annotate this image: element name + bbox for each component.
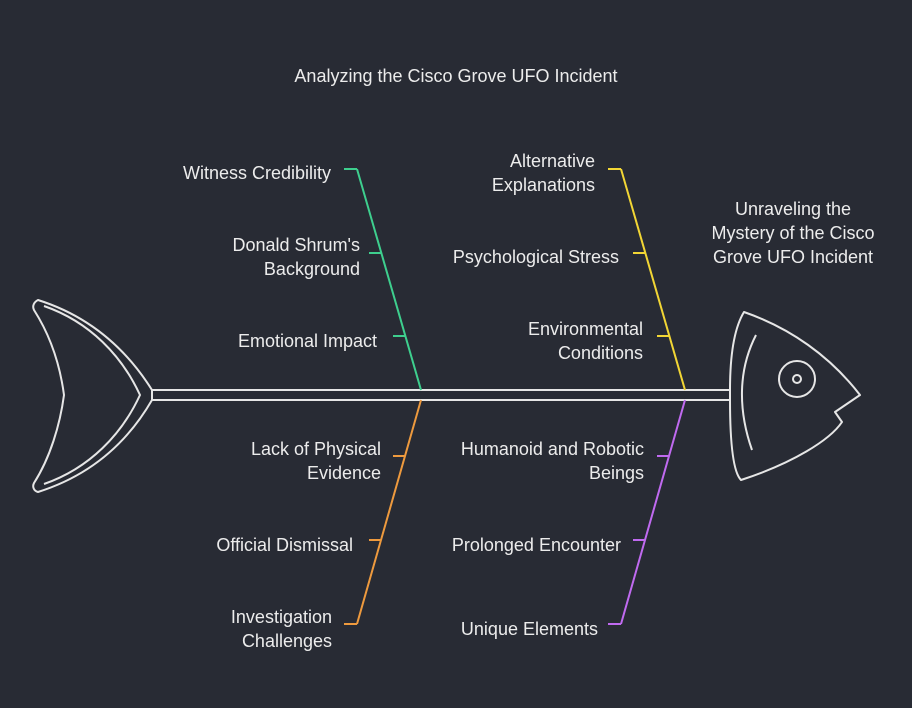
cause-investigation-challenges: Investigation Challenges <box>230 607 332 651</box>
bone-top-right <box>620 168 686 391</box>
cause-emotional-impact: Emotional Impact <box>237 331 377 351</box>
cause-prolonged-encounter: Prolonged Encounter <box>451 535 621 555</box>
cause-environmental-conditions: Environmental Conditions <box>527 319 643 363</box>
cause-lack-of-physical-evidence: Lack of Physical Evidence <box>250 439 381 483</box>
bone-bottom-right <box>620 399 686 625</box>
bone-top-left <box>356 168 422 391</box>
fish-eye <box>778 360 816 398</box>
cause-unique-elements: Unique Elements <box>460 619 598 639</box>
fish-pupil <box>792 374 802 384</box>
cause-alternative-explanations: Alternative Explanations <box>491 151 595 195</box>
cause-psychological-stress: Psychological Stress <box>452 247 619 267</box>
diagram-title: Analyzing the Cisco Grove UFO Incident <box>294 66 618 86</box>
fish-gill <box>741 334 757 451</box>
cause-official-dismissal: Official Dismissal <box>216 535 353 555</box>
fish-tail <box>32 299 153 493</box>
cause-witness-credibility: Witness Credibility <box>182 163 331 183</box>
fish-head <box>729 311 861 481</box>
head-label: Unraveling the Mystery of the Cisco Grov… <box>711 199 875 267</box>
cause-humanoid-and-robotic-beings: Humanoid and Robotic Beings <box>460 439 644 483</box>
fish-tail-inner <box>43 305 142 485</box>
bone-bottom-left <box>356 399 422 625</box>
cause-donald-shrum-background: Donald Shrum's Background <box>232 235 361 279</box>
